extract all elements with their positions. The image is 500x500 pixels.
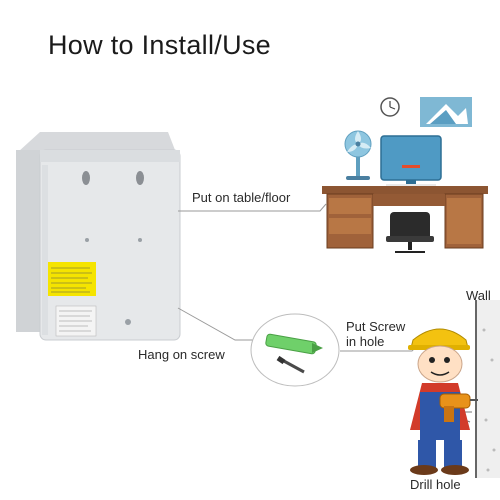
label-put-screw-line1: Put Screw	[346, 319, 406, 334]
label-put-on-table: Put on table/floor	[192, 190, 291, 205]
fan-icon	[344, 130, 372, 180]
drill-icon	[439, 393, 478, 422]
label-put-screw: Put Screw in hole	[346, 319, 405, 349]
monitor-icon	[380, 135, 442, 187]
label-hang-on-screw: Hang on screw	[138, 347, 225, 362]
label-put-screw-line2: in hole	[346, 334, 385, 349]
worker-icon	[408, 328, 470, 475]
label-drill-hole: Drill hole	[410, 477, 461, 492]
desk-icon	[322, 186, 488, 249]
office-chair-icon	[386, 212, 434, 253]
screw-icon	[276, 355, 305, 374]
label-wall: Wall	[466, 288, 491, 303]
plastic-enclosure-box	[16, 132, 181, 341]
clock-icon	[380, 97, 400, 117]
wall-picture-icon	[420, 97, 472, 127]
page-title: How to Install/Use	[48, 30, 271, 60]
wall-anchor-icon	[250, 313, 340, 387]
wall-icon	[459, 300, 500, 478]
